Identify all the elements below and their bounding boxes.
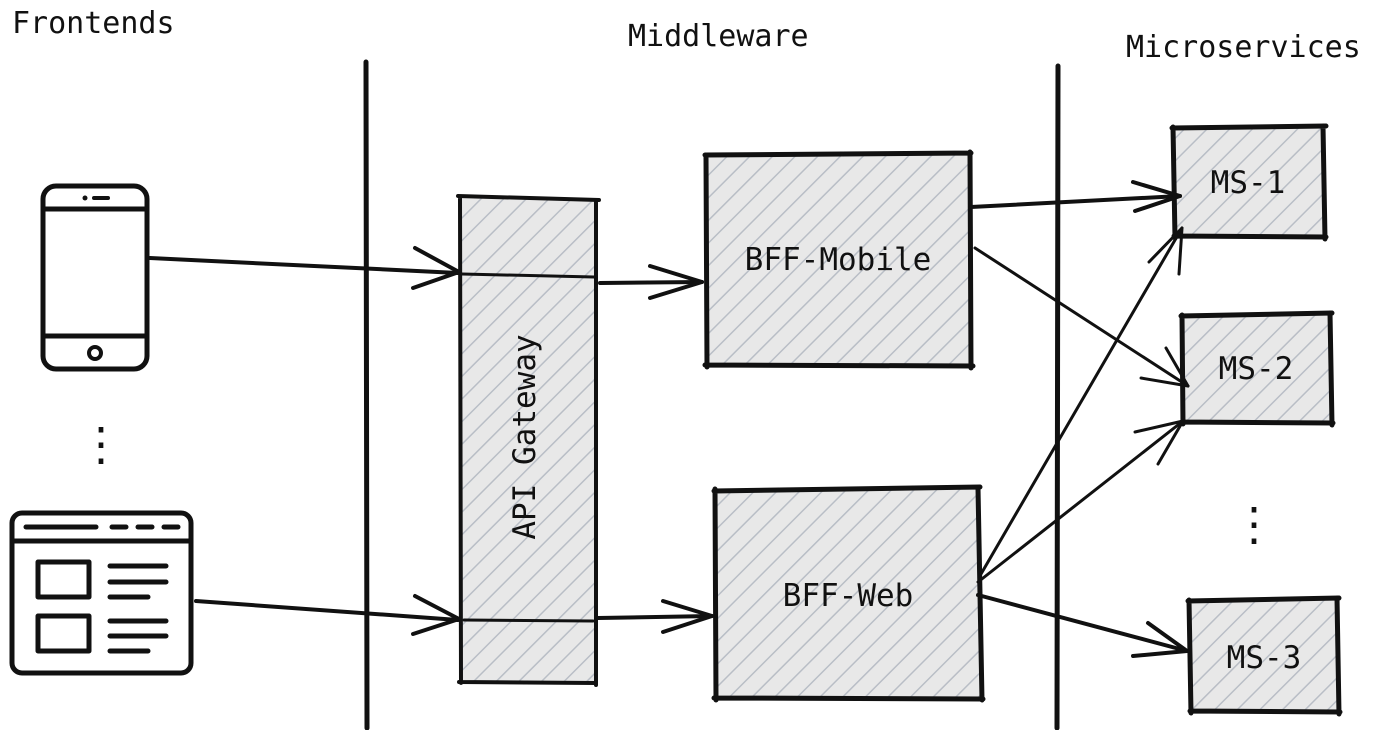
api-gateway-label: API Gateway: [507, 334, 543, 539]
frontends-middleware-divider: [363, 59, 370, 730]
arrow-web-to-gateway: [194, 594, 461, 636]
frontends-header: Frontends: [12, 6, 175, 41]
ms-3-label: MS-3: [1227, 640, 1302, 676]
ms-1-label: MS-1: [1211, 165, 1286, 201]
middleware-microservices-divider: [1054, 63, 1061, 730]
microservices-ellipsis: ⋮: [1231, 497, 1277, 551]
arrow-bff-web-to-ms-3: [976, 593, 1189, 658]
bff-mobile-label: BFF-Mobile: [745, 242, 932, 278]
middleware-header: Middleware: [628, 19, 809, 54]
bff-mobile-box: BFF-Mobile: [702, 149, 976, 371]
bff-web-label: BFF-Web: [783, 578, 914, 614]
arrow-bff-mobile-to-ms-1: [969, 180, 1182, 213]
ms-2-label: MS-2: [1219, 351, 1294, 387]
arrow-mobile-to-gateway: [148, 246, 461, 290]
ms-2-box: MS-2: [1178, 310, 1336, 428]
arrow-bff-mobile-to-ms-2: [973, 246, 1190, 388]
mobile-phone-icon: [40, 183, 150, 372]
ms-1-box: MS-1: [1169, 123, 1329, 242]
arrow-gateway-to-bff-mobile: [598, 264, 704, 300]
arrow-gateway-to-bff-web: [596, 599, 714, 634]
frontends-ellipsis: ⋮: [78, 417, 124, 471]
ms-3-box: MS-3: [1185, 595, 1343, 717]
api-gateway-box: API Gateway: [456, 194, 601, 687]
browser-window-icon: [9, 510, 194, 676]
bff-web-box: BFF-Web: [711, 484, 986, 703]
arrow-bff-web-to-ms-2: [976, 419, 1185, 584]
microservices-header: Microservices: [1126, 30, 1361, 65]
arrow-bff-web-to-ms-1: [979, 226, 1184, 576]
